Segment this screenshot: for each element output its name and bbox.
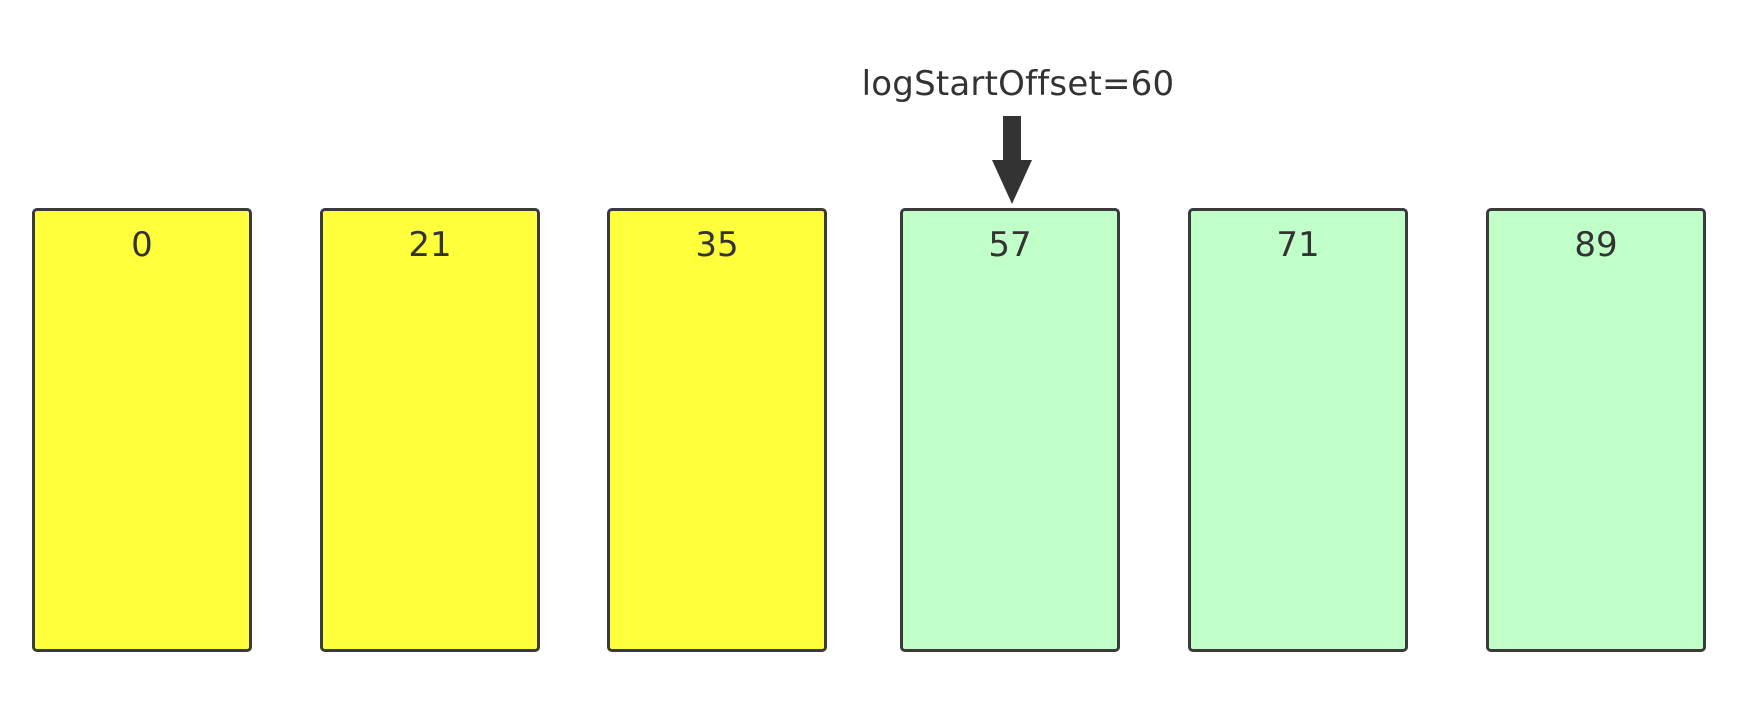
segment-base-offset: 0 <box>131 225 153 265</box>
segment-base-offset: 89 <box>1574 225 1618 265</box>
log-segment-0: 0 <box>32 208 252 652</box>
segment-base-offset: 71 <box>1276 225 1320 265</box>
log-segment-71: 71 <box>1188 208 1408 652</box>
log-segment-35: 35 <box>607 208 827 652</box>
log-start-offset-label: logStartOffset=60 <box>861 64 1175 104</box>
segment-base-offset: 35 <box>695 225 739 265</box>
log-segment-89: 89 <box>1486 208 1706 652</box>
segment-base-offset: 57 <box>988 225 1032 265</box>
segment-base-offset: 21 <box>408 225 452 265</box>
log-segment-57: 57 <box>900 208 1120 652</box>
log-segment-21: 21 <box>320 208 540 652</box>
down-arrow-icon <box>992 116 1032 204</box>
